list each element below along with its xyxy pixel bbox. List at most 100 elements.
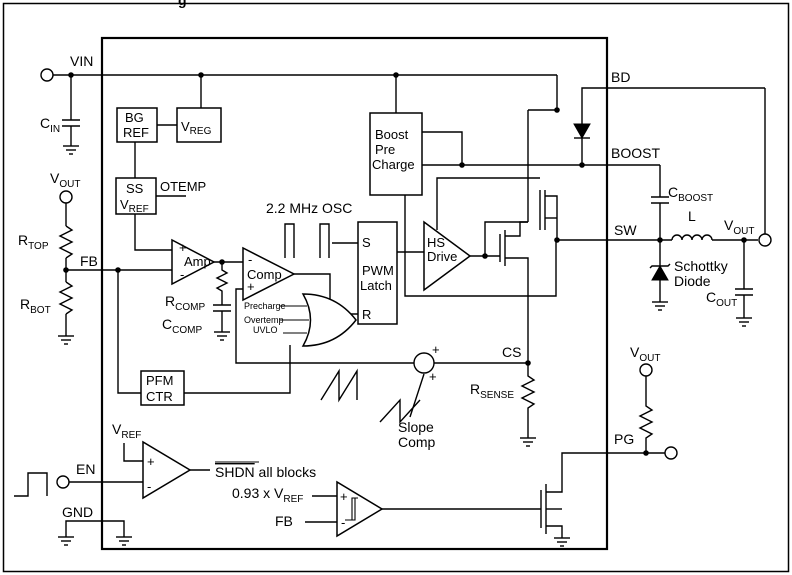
vout-label-out: VOUT [724, 217, 754, 237]
pin-fb-label: FB [80, 253, 98, 269]
current-sense: CS + + RSENSE Slope Comp [320, 342, 536, 450]
svg-text:+: + [247, 279, 255, 294]
ground-symbol [214, 331, 230, 341]
svg-text:SS: SS [126, 181, 144, 196]
svg-text:+: + [179, 240, 187, 255]
pwm-comparator: - + Comp [235, 246, 414, 364]
ground-symbol [58, 536, 74, 546]
pin-en-label: EN [76, 461, 95, 477]
inductor [671, 234, 713, 241]
pin-cs-label: CS [502, 344, 521, 360]
schottky-label-1: Schottky [674, 258, 728, 274]
pg-pullup-resistor [638, 376, 654, 453]
vref-label-en: VREF [112, 421, 141, 441]
svg-text:-: - [341, 515, 345, 530]
svg-text:Pre: Pre [375, 142, 395, 157]
rcomp-resistor [215, 262, 229, 305]
schottky-diode [651, 264, 669, 281]
pfm-counter: PFM CTR [117, 270, 291, 406]
boost-network: BD BOOST CBOOST [422, 69, 765, 240]
summing-node [413, 352, 435, 374]
vout-label-pg: VOUT [630, 344, 660, 364]
shdn-label: SHDN all blocks [215, 464, 316, 480]
pin-bd-label: BD [611, 69, 630, 85]
vin-terminal[interactable] [40, 68, 54, 82]
cout-label: COUT [706, 289, 737, 309]
slope-waveform [320, 368, 358, 403]
pin-vin-label: VIN [70, 53, 93, 69]
boost-precharge: Boost Pre Charge [369, 75, 557, 297]
svg-text:Comp: Comp [247, 267, 282, 282]
rcomp-label: RCOMP [165, 293, 205, 313]
ground-symbol [116, 536, 132, 546]
svg-text:Boost: Boost [375, 127, 409, 142]
or-input-overtemp: Overtemp [244, 315, 284, 325]
svg-text:VREF: VREF [120, 197, 149, 215]
pg-fb-label: FB [275, 513, 293, 529]
pg-terminal[interactable] [664, 446, 678, 460]
or-input-precharge: Precharge [244, 301, 286, 311]
soft-start-block: SS VREF OTEMP [115, 177, 206, 215]
rtop-resistor [58, 225, 74, 259]
bandgap-reference: BG REF [116, 107, 177, 143]
ground-symbol [736, 317, 752, 327]
svg-text:-: - [180, 267, 184, 282]
high-side-switches [499, 75, 672, 363]
svg-text:Latch: Latch [360, 278, 392, 293]
ic-boundary [100, 36, 609, 551]
svg-text:PWM: PWM [362, 263, 394, 278]
hs-driver: HS Drive [423, 177, 540, 292]
cin-label: CIN [40, 115, 60, 135]
svg-text:R: R [362, 307, 371, 322]
ground-symbol [554, 537, 570, 547]
osc-label: 2.2 MHz OSC [266, 200, 352, 216]
svg-text:Charge: Charge [372, 157, 415, 172]
power-good: 0.93 x VREF FB + - PG VOUT [232, 344, 678, 547]
bd-diode [573, 123, 591, 140]
inductor-label: L [688, 208, 696, 224]
rbot-label: RBOT [20, 296, 51, 316]
gnd-pin: GND [58, 504, 132, 546]
error-amplifier: + - Amp RCOMP CCOMP [134, 214, 243, 341]
ground-symbol [58, 335, 74, 345]
vout-terminal[interactable] [758, 233, 772, 247]
vin-input: VIN CIN [40, 53, 557, 155]
output-stage: SW L VOUT Schottky Diode COUT [614, 88, 772, 327]
en-terminal[interactable] [56, 475, 70, 489]
svg-text:+: + [429, 369, 437, 384]
svg-text:+: + [147, 454, 155, 469]
en-waveform [14, 472, 48, 497]
pg-ref-label: 0.93 x VREF [232, 485, 303, 505]
or-input-uvlo: UVLO [253, 325, 278, 335]
svg-text:REF: REF [123, 125, 149, 140]
vreg-block: VREG [176, 75, 222, 143]
oscillator: 2.2 MHz OSC [266, 200, 358, 258]
slope-label-2: Comp [398, 434, 436, 450]
vout-fb-terminal[interactable] [59, 190, 73, 204]
or-gate: Precharge Overtemp UVLO [244, 293, 357, 347]
slope-label-1: Slope [398, 419, 434, 435]
ccomp-label: CCOMP [162, 316, 202, 336]
cboost-label: CBOOST [668, 184, 713, 204]
pin-boost-label: BOOST [611, 145, 660, 161]
svg-text:S: S [362, 235, 371, 250]
pwm-latch: S R PWM Latch [357, 221, 424, 325]
svg-text:Amp: Amp [184, 254, 211, 269]
svg-text:CTR: CTR [146, 389, 173, 404]
slope-ramp [379, 398, 421, 424]
pin-sw-label: SW [614, 222, 637, 238]
svg-text:+: + [432, 342, 440, 357]
feedback-divider: VOUT RTOP RBOT FB [18, 170, 172, 345]
header-fragment: g [178, 0, 187, 8]
rbot-resistor [58, 281, 74, 315]
vout-label-fb: VOUT [50, 170, 80, 190]
schottky-label-2: Diode [674, 273, 711, 289]
svg-text:BG: BG [125, 110, 144, 125]
svg-text:HS: HS [427, 235, 445, 250]
pin-pg-label: PG [614, 431, 634, 447]
vout-pg-terminal[interactable] [639, 363, 653, 377]
ground-symbol [520, 437, 536, 447]
svg-text:Drive: Drive [427, 249, 457, 264]
svg-text:PFM: PFM [146, 373, 173, 388]
